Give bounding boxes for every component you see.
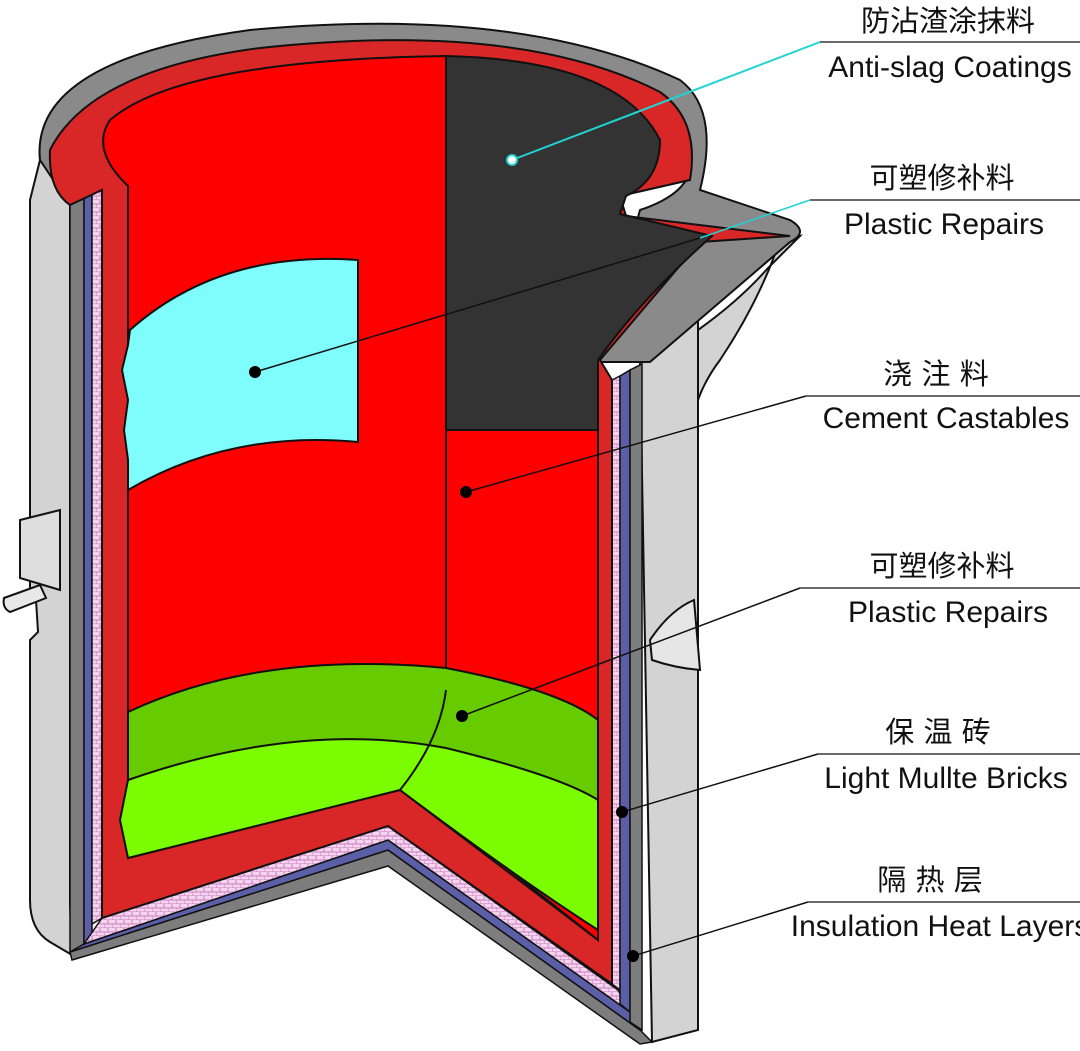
green-repair-band [118, 662, 599, 932]
outer-shell [2, 22, 804, 1044]
dot-light-mullite-bricks [616, 806, 628, 818]
left-steel-layer [69, 196, 85, 954]
dot-plastic-repairs-1 [249, 366, 261, 378]
green-band-lower [118, 738, 599, 932]
left-insulation-layer [83, 192, 93, 946]
label-light-mullite-bricks-cn: 保 温 砖 [885, 715, 990, 749]
label-insulation-heat-layers-en: Insulation Heat Layers [791, 910, 1080, 943]
left-brick-layer [91, 188, 103, 926]
label-cement-castables-en: Cement Castables [823, 402, 1070, 435]
label-insulation-heat-layers-cn: 隔 热 层 [877, 863, 982, 897]
label-plastic-repairs-2-en: Plastic Repairs [848, 596, 1048, 629]
label-anti-slag-cn: 防沾渣涂抹料 [861, 4, 1035, 38]
labels: 防沾渣涂抹料 Anti-slag Coatings 可塑修补料 Plastic … [791, 4, 1080, 943]
shell-left-nozzle [19, 508, 61, 592]
label-plastic-repairs-1-en: Plastic Repairs [844, 208, 1044, 241]
shell-spout-underside [697, 234, 804, 401]
leader-plastic-repairs-1 [254, 237, 701, 373]
shell-left-pin [2, 583, 48, 614]
leader-plastic-repairs-2 [461, 587, 801, 717]
dot-plastic-repairs-2 [456, 710, 468, 722]
right-steel-layer [629, 362, 643, 1032]
leader-insulation-heat-layers [632, 901, 809, 957]
label-anti-slag-en: Anti-slag Coatings [828, 51, 1071, 84]
green-band-seam [399, 689, 447, 791]
label-plastic-repairs-2-cn: 可塑修补料 [869, 549, 1014, 583]
right-insulation-layer [619, 368, 631, 1014]
leaders [249, 41, 1080, 962]
label-plastic-repairs-1-cn: 可塑修补料 [869, 161, 1014, 195]
leader-cement-castables [465, 395, 807, 493]
leader-anti-slag [511, 41, 821, 161]
dot-anti-slag [506, 154, 518, 166]
anti-slag-zone [445, 54, 715, 431]
label-cement-castables-cn: 浇 注 料 [883, 357, 988, 391]
dot-cement-castables [460, 486, 472, 498]
leader-light-mullite-bricks [621, 753, 819, 813]
cyan-repair-patch [120, 257, 359, 492]
dot-insulation-heat-layers [627, 950, 639, 962]
label-light-mullite-bricks-en: Light Mullte Bricks [824, 762, 1067, 795]
right-brick-layer [611, 374, 621, 992]
